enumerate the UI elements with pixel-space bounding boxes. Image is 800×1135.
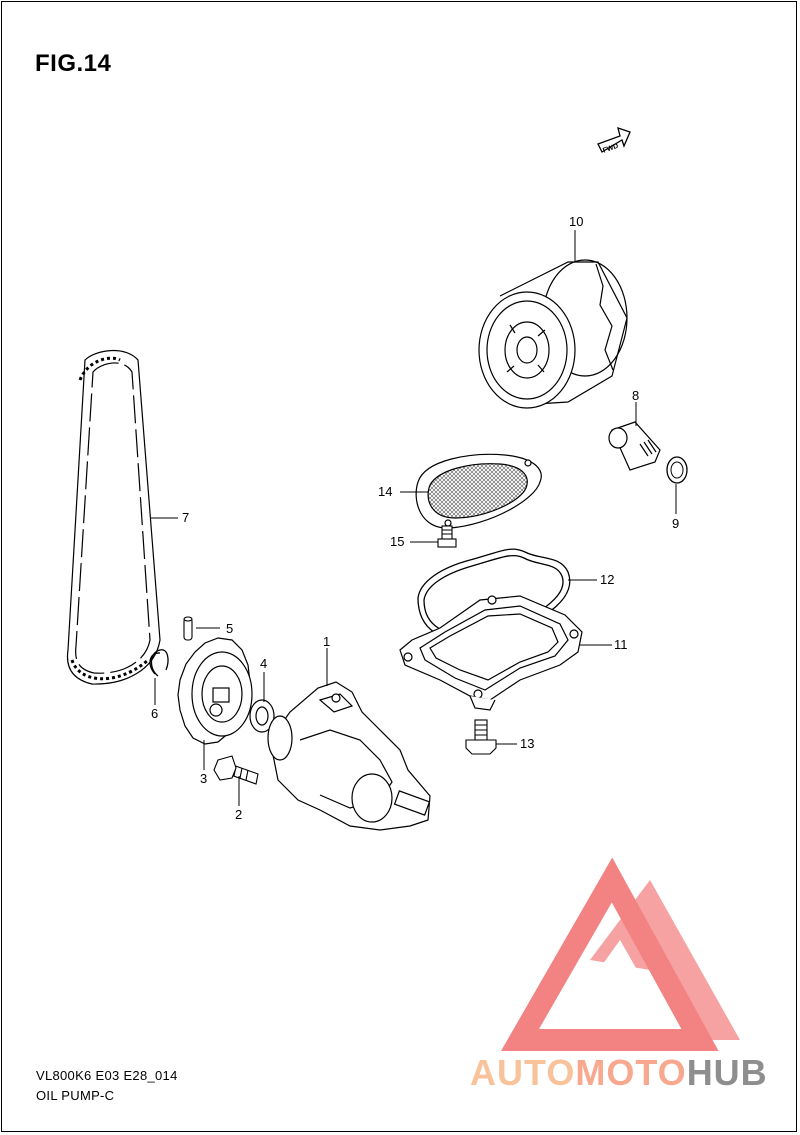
figure-title: FIG.14 (35, 50, 112, 77)
oil-pump-1 (267, 681, 431, 831)
callout-10: 10 (569, 214, 583, 229)
callout-2: 2 (235, 807, 242, 822)
diagram-name: OIL PUMP-C (36, 1088, 115, 1103)
oil-strainer (415, 453, 542, 529)
watermark-part-moto: MOTO (575, 1052, 687, 1093)
callout-5: 5 (226, 621, 233, 636)
callout-1: 1 (323, 634, 330, 649)
bolt-15 (437, 525, 457, 548)
washer-4 (249, 699, 275, 733)
oil-filter (478, 259, 628, 409)
sprocket-3 (177, 637, 253, 745)
watermark-part-auto: AUTO (470, 1052, 576, 1093)
fwd-arrow-icon: FWD (597, 127, 631, 155)
callout-15: 15 (390, 534, 404, 549)
callout-14: 14 (378, 484, 392, 499)
o-ring-9 (666, 456, 688, 484)
callout-numbers: 10 8 9 14 15 12 11 13 1 5 4 6 3 2 7 (151, 214, 679, 822)
callout-11: 11 (614, 637, 628, 652)
leader-lines (150, 230, 677, 806)
callout-13: 13 (520, 736, 534, 751)
callout-6: 6 (151, 706, 158, 721)
dowel-pin-5 (183, 616, 193, 641)
callout-7: 7 (182, 510, 189, 525)
callout-8: 8 (632, 388, 639, 403)
drive-chain (66, 349, 161, 685)
circlip-6 (149, 649, 169, 677)
watermark-part-hub: HUB (686, 1052, 768, 1093)
callout-9: 9 (672, 516, 679, 531)
watermark-text: AUTOMOTOHUB (470, 1052, 768, 1094)
bolt-2 (213, 755, 259, 785)
oil-pan-11 (399, 595, 583, 711)
callout-4: 4 (260, 656, 267, 671)
bolt-13 (465, 719, 497, 755)
watermark-logo (500, 857, 740, 1051)
diagram-code: VL800K6 E03 E28_014 (36, 1068, 178, 1083)
filter-union (608, 421, 661, 471)
callout-12: 12 (600, 572, 614, 587)
callout-3: 3 (200, 771, 207, 786)
